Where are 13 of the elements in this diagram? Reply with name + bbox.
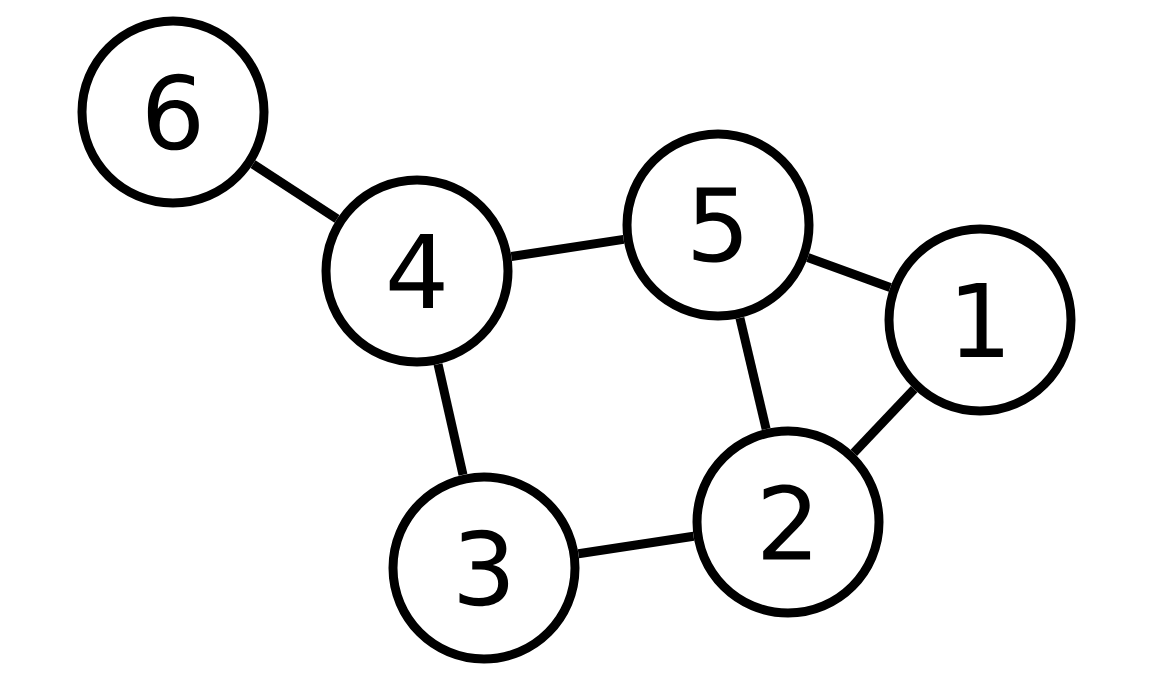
graph-vertex: 6: [77, 16, 269, 208]
graph-vertex: 4: [321, 175, 513, 367]
graph-edge: [735, 316, 771, 431]
graph-vertex: 5: [622, 129, 814, 321]
graph-edge: [577, 531, 695, 559]
graph-edge: [433, 363, 468, 476]
graph-edge: [850, 386, 918, 456]
graph-edge: [806, 253, 892, 292]
graph-edge: [250, 160, 340, 223]
graph-edge: [510, 234, 625, 261]
graph-vertex: 3: [388, 472, 580, 664]
graph-vertex: 1: [884, 224, 1076, 416]
graph-vertex: 2: [692, 426, 884, 618]
